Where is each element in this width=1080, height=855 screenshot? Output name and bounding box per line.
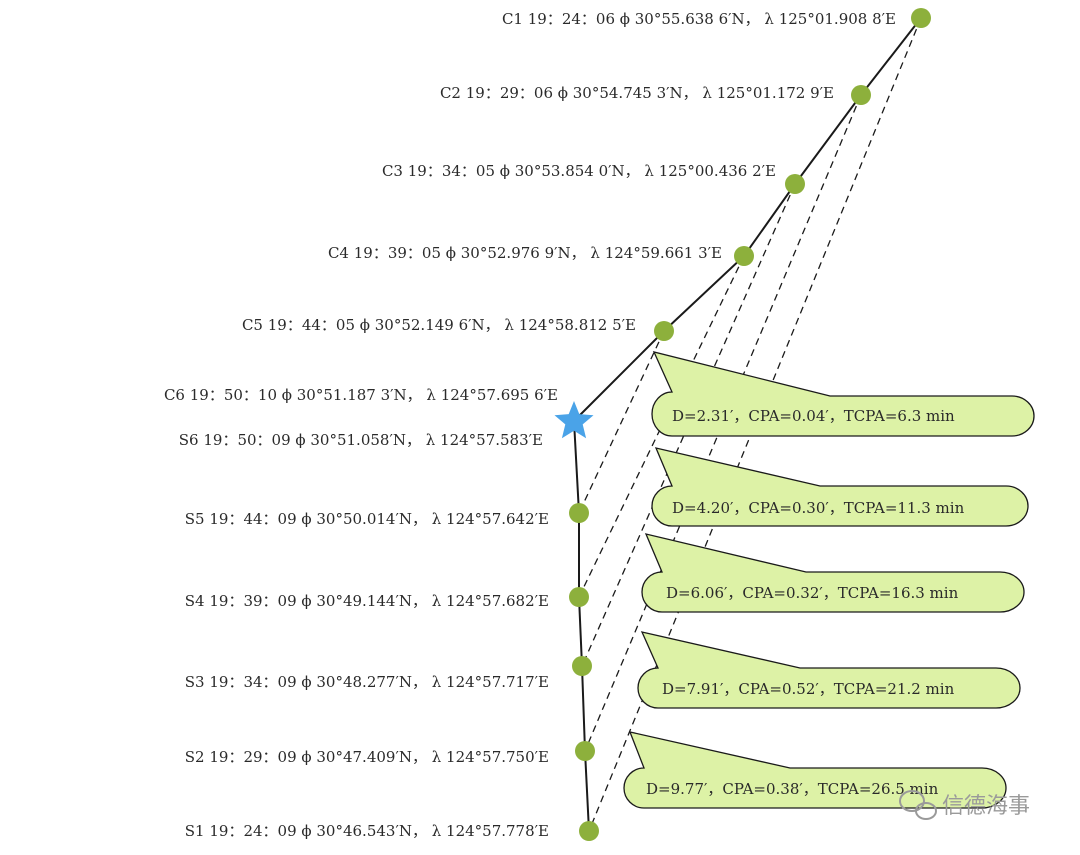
- ship-s-labels: S6 19：50：09 ϕ 30°51.058′N， λ 124°57.583′…: [179, 431, 549, 840]
- position-label-c2: C2 19：29：06 ϕ 30°54.745 3′N， λ 125°01.17…: [440, 84, 834, 102]
- callout-bubble: [651, 447, 1029, 527]
- callout-text: D=6.06′，CPA=0.32′，TCPA=16.3 min: [666, 584, 959, 602]
- callout-5: D=9.77′，CPA=0.38′，TCPA=26.5 min: [623, 731, 1007, 809]
- collision-star-icon: [554, 401, 594, 439]
- callout-4: D=7.91′，CPA=0.52′，TCPA=21.2 min: [637, 631, 1021, 709]
- track-point-c1: [911, 8, 931, 28]
- track-point-c3: [785, 174, 805, 194]
- callout-text: D=2.31′，CPA=0.04′，TCPA=6.3 min: [672, 407, 955, 425]
- ship-s-points: [569, 503, 599, 841]
- callout-bubble: [641, 533, 1025, 613]
- callout-text: D=4.20′，CPA=0.30′，TCPA=11.3 min: [672, 499, 965, 517]
- position-label-s6: S6 19：50：09 ϕ 30°51.058′N， λ 124°57.583′…: [179, 431, 543, 449]
- callout-3: D=6.06′，CPA=0.32′，TCPA=16.3 min: [641, 533, 1025, 613]
- position-label-s1: S1 19：24：09 ϕ 30°46.543′N， λ 124°57.778′…: [185, 822, 549, 840]
- bearing-line-4: [578, 255, 745, 598]
- position-label-c4: C4 19：39：05 ϕ 30°52.976 9′N， λ 124°59.66…: [328, 244, 722, 262]
- track-point-c4: [734, 246, 754, 266]
- ship-c-labels: C1 19：24：06 ϕ 30°55.638 6′N， λ 125°01.90…: [164, 10, 896, 404]
- track-point-s4: [569, 587, 589, 607]
- position-label-c6: C6 19：50：10 ϕ 30°51.187 3′N， λ 124°57.69…: [164, 386, 558, 404]
- position-label-s5: S5 19：44：09 ϕ 30°50.014′N， λ 124°57.642′…: [185, 510, 549, 528]
- watermark: 信德海事: [899, 790, 1030, 820]
- position-label-c1: C1 19：24：06 ϕ 30°55.638 6′N， λ 125°01.90…: [502, 10, 896, 28]
- ship-c-points: [654, 8, 931, 341]
- ship-c-track: [573, 17, 922, 422]
- track-point-s3: [572, 656, 592, 676]
- callout-text: D=9.77′，CPA=0.38′，TCPA=26.5 min: [646, 780, 939, 798]
- track-point-s2: [575, 741, 595, 761]
- ship-s-track: [573, 420, 590, 832]
- callout-1: D=2.31′，CPA=0.04′，TCPA=6.3 min: [651, 351, 1035, 437]
- position-label-c5: C5 19：44：05 ϕ 30°52.149 6′N， λ 124°58.81…: [242, 316, 636, 334]
- callout-bubble: [637, 631, 1021, 709]
- track-point-c2: [851, 85, 871, 105]
- watermark-text: 信德海事: [942, 794, 1030, 819]
- bearing-line-5: [578, 330, 665, 514]
- position-label-s3: S3 19：34：09 ϕ 30°48.277′N， λ 124°57.717′…: [185, 673, 549, 691]
- bearing-line-2: [584, 94, 862, 752]
- callout-text: D=7.91′，CPA=0.52′，TCPA=21.2 min: [662, 680, 955, 698]
- wechat-icon: [899, 790, 937, 820]
- bearing-lines: [578, 17, 922, 832]
- track-point-s1: [579, 821, 599, 841]
- position-label-s2: S2 19：29：09 ϕ 30°47.409′N， λ 124°57.750′…: [185, 748, 549, 766]
- callout-2: D=4.20′，CPA=0.30′，TCPA=11.3 min: [651, 447, 1029, 527]
- bearing-line-1: [588, 17, 922, 832]
- callout-bubble: [623, 731, 1007, 809]
- position-label-s4: S4 19：39：09 ϕ 30°49.144′N， λ 124°57.682′…: [185, 592, 549, 610]
- position-label-c3: C3 19：34：05 ϕ 30°53.854 0′N， λ 125°00.43…: [382, 162, 776, 180]
- track-point-c5: [654, 321, 674, 341]
- callout-bubble: [651, 351, 1035, 437]
- bearing-line-3: [581, 183, 796, 667]
- track-point-s5: [569, 503, 589, 523]
